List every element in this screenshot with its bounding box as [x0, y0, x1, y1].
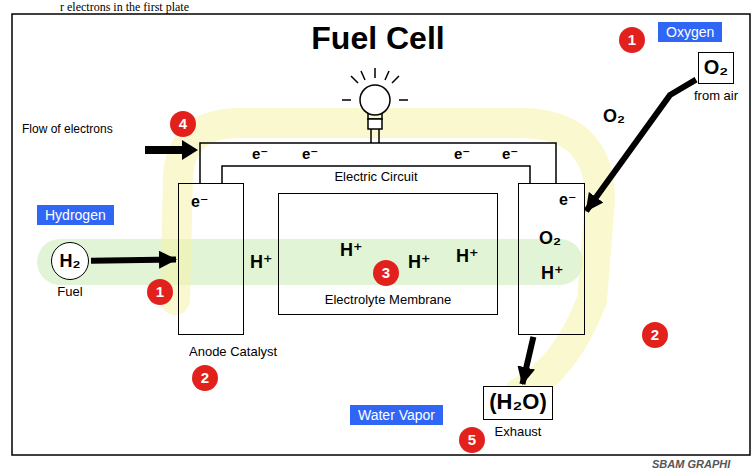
callout-number: 2	[642, 322, 668, 348]
node-text: Electrolyte Membrane	[279, 292, 497, 307]
node-text: Electric Circuit	[222, 168, 530, 186]
node-text: Anode Catalyst	[189, 344, 277, 359]
callout-number: 4	[170, 111, 196, 137]
node-text: Water Vapor	[358, 406, 435, 424]
callout-number: 5	[459, 427, 485, 453]
page-fragment: r electrons in the first plate	[60, 0, 189, 15]
fuel-circle: H₂ Fuel	[45, 242, 95, 299]
flow-label: Flow of electrons	[22, 122, 113, 137]
oxygen-label: O₂	[603, 106, 625, 127]
callout-number: 5	[468, 431, 476, 448]
proton-label: H⁺	[340, 240, 363, 261]
circle-outline: H₂	[51, 242, 89, 280]
flow-arrow	[91, 260, 176, 261]
circuit-band: Electric Circuit	[222, 168, 530, 186]
electron-label: e⁻	[300, 145, 320, 163]
proton-label: H⁺	[408, 252, 431, 273]
callout-number: 3	[382, 264, 390, 281]
callout-number: 1	[156, 283, 164, 300]
callout-number: 4	[179, 115, 187, 132]
callout-number: 2	[651, 326, 659, 343]
node-text: Oxygen	[666, 23, 714, 41]
node-text: H₂	[60, 251, 81, 271]
electron-label: e⁻	[250, 145, 270, 163]
node-text: H⁺	[541, 262, 564, 284]
electron-flow-arrow	[145, 140, 198, 160]
node-text: e⁻	[191, 192, 208, 211]
callout-number: 1	[619, 27, 645, 53]
box-outline: (H₂O)	[483, 386, 552, 420]
callout-number: 3	[373, 260, 399, 286]
callout-number: 1	[147, 279, 173, 305]
cathode-plate: e⁻ O₂ H⁺	[518, 183, 585, 335]
label-box: Water Vapor	[350, 405, 443, 425]
box-outline: O₂	[698, 52, 734, 84]
proton-label: H⁺	[456, 246, 479, 267]
flow-arrow	[522, 337, 533, 384]
caption-text: from air	[686, 88, 746, 103]
node-text: (H₂O)	[489, 389, 546, 414]
proton-label: H⁺	[250, 252, 273, 273]
node-text: O₂	[704, 56, 728, 78]
node-text: Hydrogen	[45, 206, 106, 224]
electron-glow	[175, 123, 600, 392]
label-box: Oxygen	[658, 22, 722, 42]
electron-label: e⁻	[452, 145, 472, 163]
callout-number: 2	[201, 369, 209, 386]
caption-text: Fuel	[45, 284, 95, 299]
electron-label: e⁻	[500, 145, 520, 163]
watermark: SBAM GRAPHI	[652, 457, 730, 471]
flow-arrow	[586, 80, 696, 211]
shape-row: O₂	[686, 52, 746, 84]
node-text: O₂	[539, 228, 561, 249]
label-box: Hydrogen	[37, 205, 114, 225]
oxygen-box: O₂ from air	[686, 52, 746, 103]
shape-row: (H₂O)	[462, 386, 574, 420]
light-bulb	[342, 68, 408, 143]
callout-number: 1	[628, 31, 636, 48]
proton-glow	[60, 239, 560, 285]
anode-plate: e⁻Anode Catalyst	[178, 183, 244, 335]
shape-row: H₂	[45, 242, 95, 280]
frame-border	[12, 14, 750, 455]
callout-number: 2	[192, 365, 218, 391]
node-text: e⁻	[559, 190, 576, 209]
